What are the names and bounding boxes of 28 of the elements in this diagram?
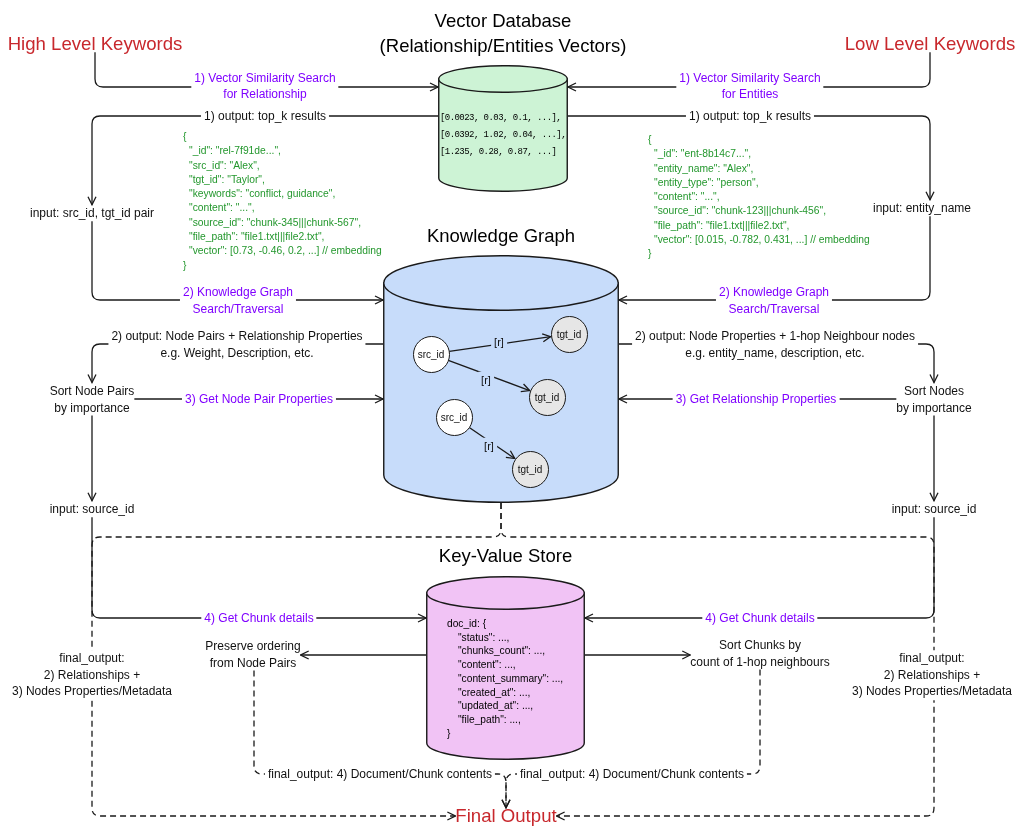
arrow — [447, 359, 531, 393]
process-step-label: Sort Node Pairs by importance — [49, 382, 135, 416]
json-snippet: { "_id": "ent-8b14c7...", "entity_name": "Alex", "entity_type": "person", "content": "...", "source_id": "chunk-123|||chunk-456", "file_path": "file1.txt|||file2.txt", "vector": [0.015, -0.782, 0.431, ...] // embedding } — [648, 133, 870, 262]
document-record: doc_id: { "status": ..., "chunks_count": ..., "content": ..., "content_summary": ..., "created_at": ..., "updated_at": ..., "file_path": ..., } — [447, 617, 564, 741]
json-snippet: { "_id": "rel-7f91de...", "src_id": "Alex", "tgt_id": "Taylor", "keywords": "conflict, guidance", "content": "...", "source_id": "chunk-345|||chunk-567", "file_path": "file1.txt|||file2.txt", "vector": [0.73, -0.46, 0.2, ...] // embedding } — [183, 130, 382, 273]
input-label: input: entity_name — [872, 199, 972, 217]
arrow — [300, 650, 427, 660]
keyword-heading: High Level Keywords — [7, 35, 183, 53]
section-heading: Key-Value Store — [438, 543, 573, 568]
input-label: input: source_id — [49, 500, 135, 518]
edge-label: [r] — [481, 437, 497, 455]
keyword-heading: Low Level Keywords — [844, 35, 1016, 53]
process-step-label: Preserve ordering from Node Pairs — [205, 637, 301, 671]
arrow — [87, 414, 97, 502]
input-label: input: source_id — [891, 500, 977, 518]
section-heading: Knowledge Graph — [426, 223, 576, 248]
input-label: input: src_id, tgt_id pair — [29, 204, 155, 222]
process-step-label: Sort Nodes by importance — [896, 382, 972, 416]
arrow — [448, 333, 552, 352]
arrow — [584, 650, 691, 660]
process-step-label: Sort Chunks by count of 1-hop neighbours — [690, 636, 830, 670]
section-heading: Vector Database (Relationship/Entities Vectors) — [379, 8, 627, 58]
output-heading: Final Output — [455, 807, 557, 825]
arrow — [468, 426, 516, 460]
arrow — [929, 414, 939, 502]
dashed-arrow — [500, 502, 935, 821]
edge-label: [r] — [478, 371, 494, 389]
vector-values: [0.0023, 0.03, 0.1, ...], [0.0392, 1.02, 0.04, ...], [1.235, 0.28, 0.87, ...] — [439, 111, 567, 159]
